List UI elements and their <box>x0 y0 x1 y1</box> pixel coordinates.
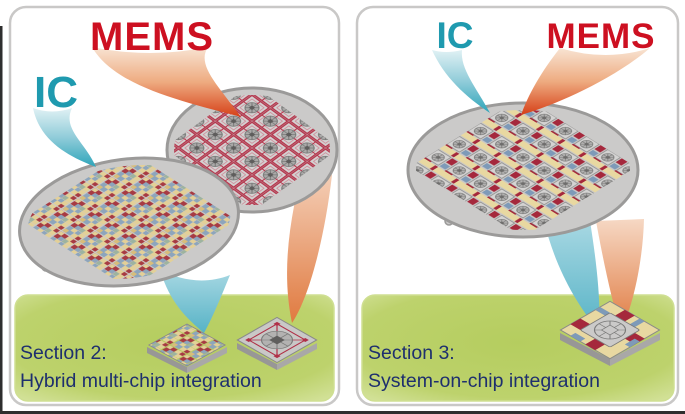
ic-label-funnel-left <box>33 108 96 167</box>
soc-wafer-dies <box>416 110 630 230</box>
ic-label-right: IC <box>437 15 474 56</box>
image-edge-line-bottom <box>0 411 685 414</box>
soc-chip <box>559 300 661 366</box>
ic-wafer-dies <box>21 153 237 289</box>
mems-chip <box>236 316 318 370</box>
mems-label-funnel-right <box>521 48 650 115</box>
ic-to-chip-arrow-right <box>544 221 600 331</box>
left-section-title: Section 2: <box>20 342 107 364</box>
mems-label-funnel-left <box>92 47 241 117</box>
mems-label-left: MEMS <box>90 15 214 59</box>
ic-label-funnel-right <box>432 50 490 113</box>
ic-label-left: IC <box>34 68 78 117</box>
image-edge-line-left <box>0 26 3 414</box>
ic-chip <box>147 323 227 373</box>
mems-label-right: MEMS <box>547 17 656 56</box>
mems-to-chip-arrow-right <box>596 219 644 331</box>
left-section-subtitle: Hybrid multi-chip integration <box>20 370 262 392</box>
ic-to-chip-arrow-left <box>160 270 230 333</box>
soc-wafer <box>406 101 640 239</box>
right-section-title: Section 3: <box>368 342 455 364</box>
right-section-subtitle: System-on-chip integration <box>368 370 600 392</box>
ic-wafer <box>18 153 240 289</box>
